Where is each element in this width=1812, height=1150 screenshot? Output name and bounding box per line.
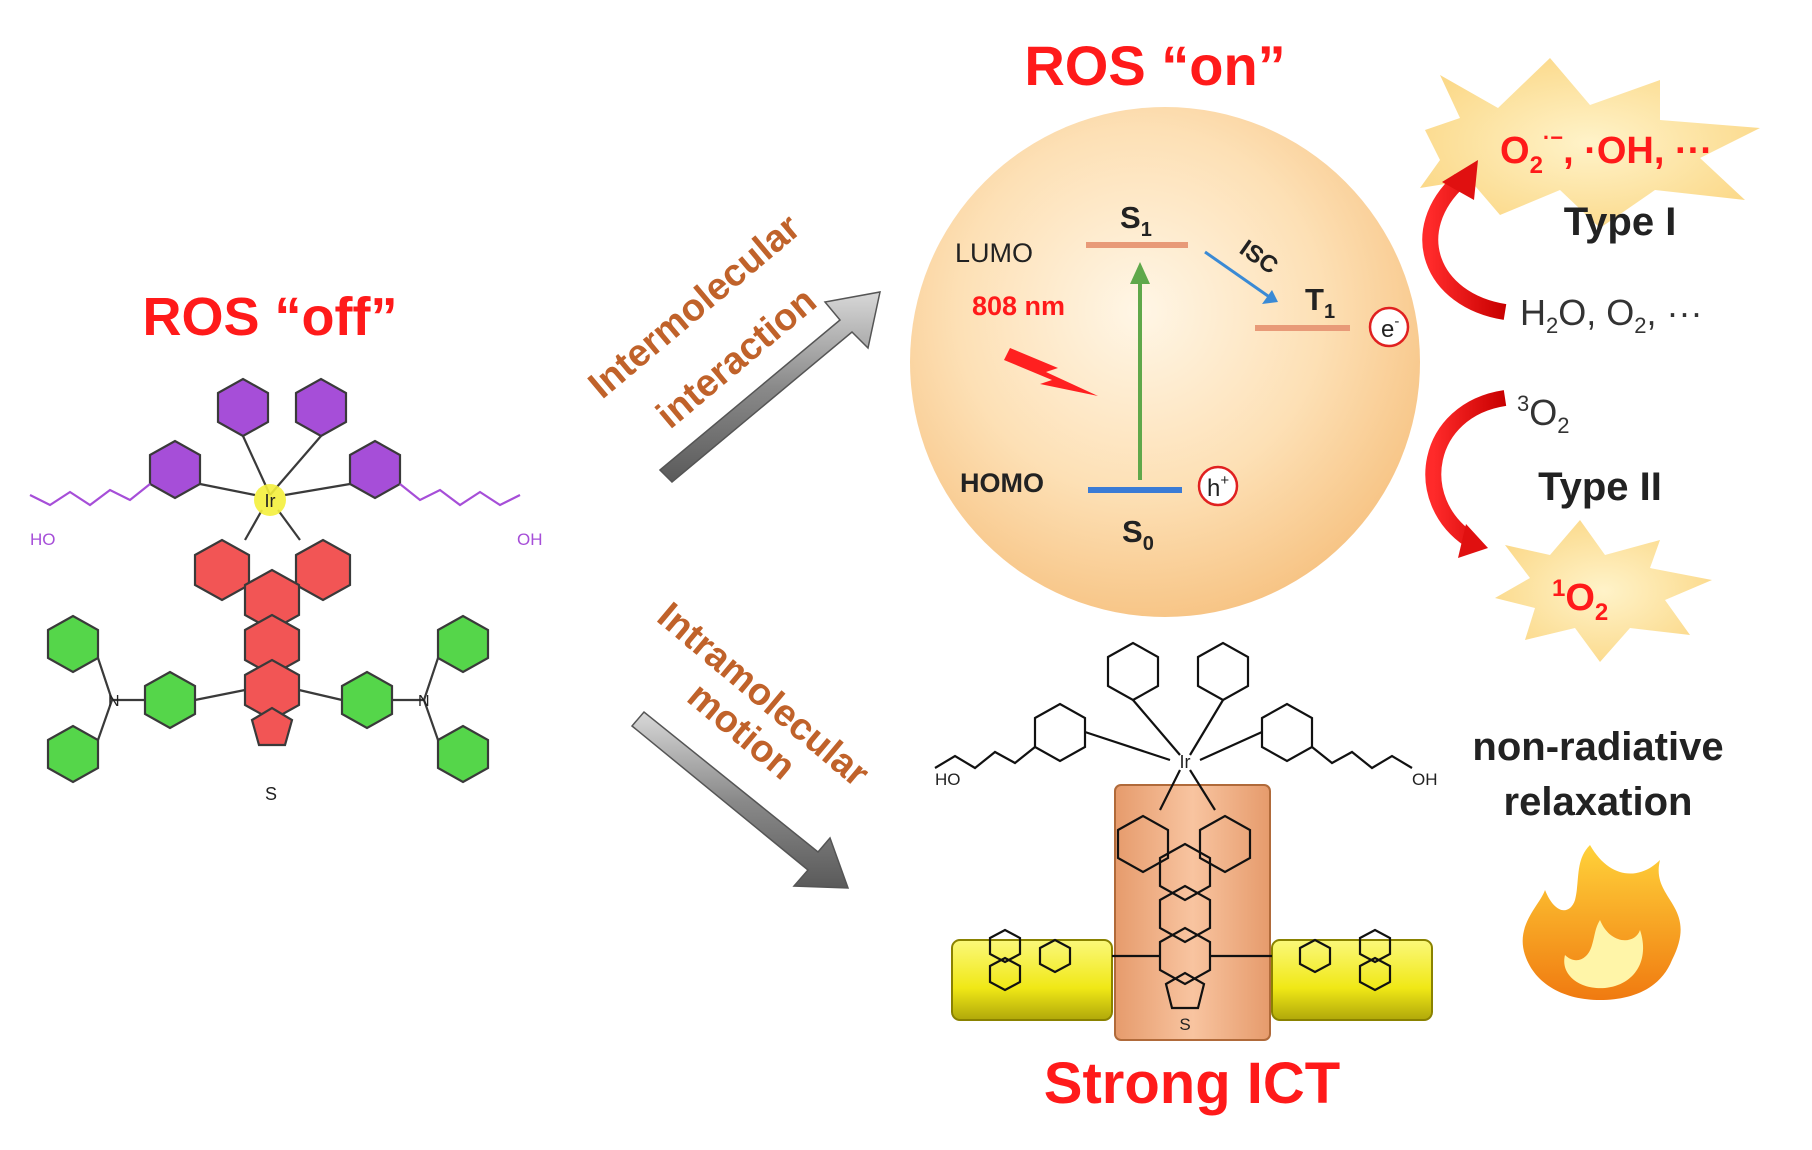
hole-label: h+ xyxy=(1207,472,1229,502)
wavelength-label: 808 nm xyxy=(972,291,1065,321)
type1-burst xyxy=(1420,58,1760,228)
ros-off-title: ROS “off” xyxy=(143,287,398,347)
oh-label: OH xyxy=(517,530,543,549)
type1-curved-arrow xyxy=(1422,174,1507,320)
s1-label: S1 xyxy=(1120,200,1152,241)
type2-burst xyxy=(1495,520,1712,662)
light-lightning-icon xyxy=(1004,348,1098,396)
purple-phenyl-ring xyxy=(216,377,270,438)
triplet-o2-label: 3O2 xyxy=(1517,391,1570,438)
strong-ict-label: Strong ICT xyxy=(1044,1051,1340,1116)
type2-curved-arrow xyxy=(1425,390,1507,547)
hole-circle xyxy=(1197,465,1239,507)
nonrad-label-2: relaxation xyxy=(1504,780,1693,824)
type1-reactants: H2O, O2, ··· xyxy=(1520,292,1702,338)
electron-circle xyxy=(1368,306,1410,348)
lumo-label: LUMO xyxy=(955,238,1033,268)
ros-on-title: ROS “on” xyxy=(1024,34,1285,97)
ict-donor-boxes xyxy=(951,784,1433,1041)
t1-label: T1 xyxy=(1305,282,1335,323)
isc-arrow xyxy=(1204,250,1269,298)
ir-complex-outline xyxy=(934,641,1413,1010)
type1-arrowhead xyxy=(1442,160,1478,200)
nonrad-label-1: non-radiative xyxy=(1472,725,1723,769)
s0-label: S0 xyxy=(1122,514,1154,555)
purple-pyridine-ring xyxy=(148,439,202,500)
ict-iridium-label: Ir xyxy=(1180,752,1191,772)
purple-pyridine-ring xyxy=(348,439,402,500)
energy-diagram-circle xyxy=(910,107,1420,617)
type2-label: Type II xyxy=(1538,465,1662,509)
intramolecular-arrow xyxy=(630,710,850,889)
ict-ho-label: HO xyxy=(935,770,961,789)
isc-arrowhead xyxy=(1262,290,1278,304)
homo-label: HOMO xyxy=(960,468,1044,498)
ict-sulfur-label: S xyxy=(1179,1015,1190,1034)
sulfur-label: S xyxy=(265,784,277,804)
type1-label: Type I xyxy=(1564,200,1677,244)
iridium-label: Ir xyxy=(265,491,276,511)
excitation-arrowhead xyxy=(1130,262,1150,284)
electron-label: e- xyxy=(1381,313,1399,343)
intermolecular-arrow xyxy=(658,291,881,484)
singlet-o2-label: 1O2 xyxy=(1552,575,1608,626)
amine-n-left: N xyxy=(108,693,120,710)
iridium-center-highlight xyxy=(254,484,286,516)
type2-arrowhead xyxy=(1458,524,1488,558)
ict-oh-label: OH xyxy=(1412,770,1438,789)
amine-n-right: N xyxy=(418,693,430,710)
ho-label: HO xyxy=(30,530,56,549)
ir-complex-colored xyxy=(29,377,521,784)
type1-products: O2·−, ·OH, ··· xyxy=(1500,125,1713,179)
fire-icon xyxy=(1522,845,1681,1000)
purple-phenyl-ring xyxy=(294,377,348,438)
